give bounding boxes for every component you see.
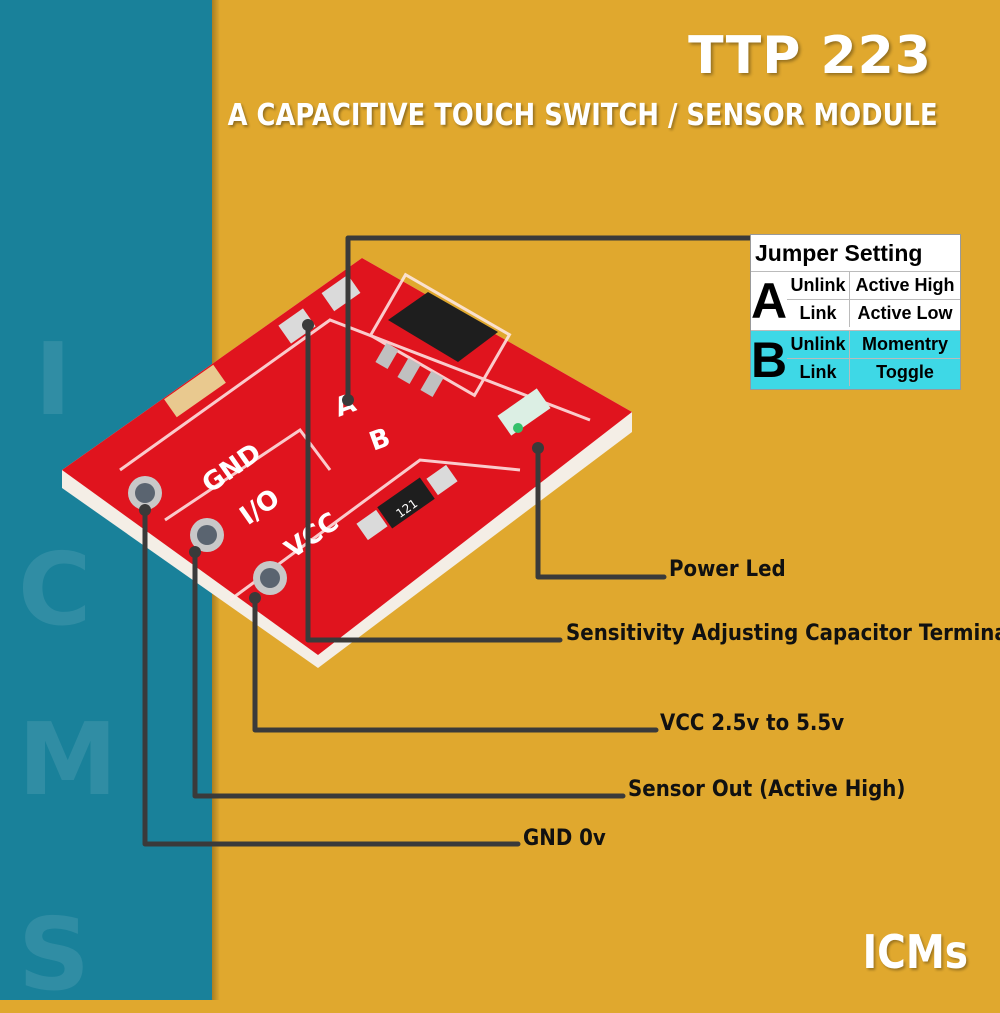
callout-sensitivity-capacitor: Sensitivity Adjusting Capacitor Terminal (566, 621, 1000, 646)
callout-sensor-out: Sensor Out (Active High) (628, 777, 906, 802)
jumper-state: Link (787, 300, 850, 327)
jumper-mode: Momentry (861, 334, 948, 354)
watermark-letter-i: I (34, 321, 72, 438)
jumper-table-title: Jumper Setting (751, 235, 960, 272)
jumper-letter-b: B (750, 332, 788, 388)
smd-capacitor (164, 364, 226, 418)
jumper-state: Link (787, 359, 850, 386)
watermark-letter-s: S (18, 896, 91, 1013)
page-title: TTP 223 (688, 26, 932, 86)
jumper-mode: Active High (855, 275, 955, 295)
leader-vcc (252, 595, 659, 733)
top-pad-2 (278, 308, 316, 344)
brand-logo-text: ICMs (862, 925, 968, 979)
callout-power-led: Power Led (669, 557, 786, 582)
smd-resistor (377, 477, 435, 529)
jumper-mode: Toggle (876, 362, 934, 382)
leader-sensitivity (305, 322, 563, 643)
callout-gnd: GND 0v (523, 826, 606, 851)
ic-chip (388, 292, 498, 362)
page-subtitle: A CAPACITIVE TOUCH SWITCH / SENSOR MODUL… (227, 98, 938, 133)
jumper-state: Unlink (787, 331, 850, 358)
jumper-row: Unlink Momentry (787, 331, 960, 358)
jumper-letter-a: A (750, 273, 788, 329)
jumper-setting-table: Jumper Setting A Unlink Active High Link… (750, 234, 961, 390)
power-led-component (497, 388, 551, 436)
leader-sensor-out (192, 549, 626, 799)
watermark-letter-c: C (18, 531, 92, 648)
pcb-top (62, 258, 632, 655)
jumper-state: Unlink (787, 272, 850, 299)
leader-power-led (535, 445, 667, 580)
jumper-mode: Active Low (857, 303, 953, 323)
jumper-row: Link Toggle (787, 358, 960, 386)
jumper-row: Unlink Active High (787, 272, 960, 299)
leader-gnd (142, 507, 521, 847)
top-pad-1 (321, 274, 361, 312)
jumper-group-b: B Unlink Momentry Link Toggle (751, 331, 960, 389)
jumper-row: Link Active Low (787, 299, 960, 327)
callout-vcc: VCC 2.5v to 5.5v (660, 711, 845, 736)
jumper-group-a: A Unlink Active High Link Active Low (751, 272, 960, 331)
leader-jumper-table (345, 235, 753, 403)
